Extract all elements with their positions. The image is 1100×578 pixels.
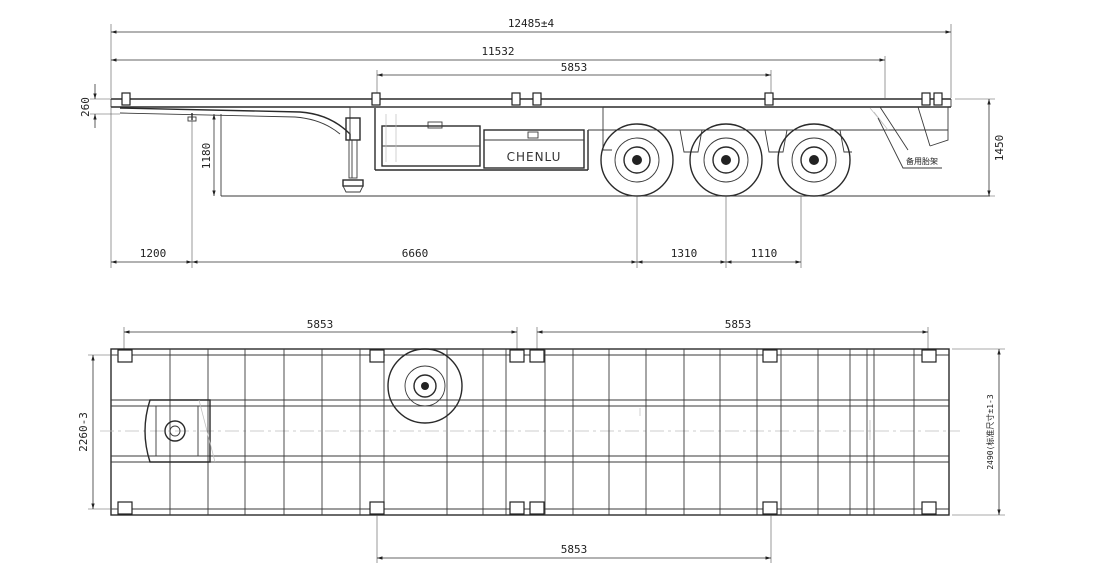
dim-axle-spacing-1-label: 1310 <box>671 247 698 260</box>
twist-lock-icon <box>509 349 525 363</box>
brand-box: CHENLU <box>483 129 585 169</box>
twist-lock-icon <box>764 92 774 106</box>
dim-lock-spacing-top: 5853 <box>376 61 772 98</box>
plan-view: 5853 5853 <box>77 318 1005 563</box>
callout-label: 备用胎架 <box>906 156 938 166</box>
twist-lock-icon <box>921 501 937 515</box>
dim-kingpin-width-label: 2260-3 <box>77 412 90 452</box>
dim-overall-length-label: 12485±4 <box>508 17 555 30</box>
twist-lock-icon <box>369 349 385 363</box>
dim-lock-spacing-bottom-label: 5853 <box>561 543 588 556</box>
main-frame <box>110 98 952 171</box>
side-view: 12485±4 11532 5853 260 <box>79 17 1006 268</box>
dim-frame-height: 260 <box>79 84 120 128</box>
dim-overall-height: 1450 <box>950 98 1006 197</box>
twist-lock-icon <box>511 92 521 106</box>
twist-lock-icon <box>121 92 131 106</box>
twist-lock-icon <box>117 349 133 363</box>
twist-lock-icon <box>369 501 385 515</box>
wheel <box>689 123 763 197</box>
dim-lock-spacing-front: 5853 <box>123 318 518 350</box>
dim-kingpin-height-label: 1180 <box>200 143 213 170</box>
landing-gear <box>342 117 364 193</box>
brand-label: CHENLU <box>507 150 562 164</box>
top-locks <box>121 92 943 106</box>
dim-chain-bottom: 1200 6660 1310 1110 <box>110 107 802 268</box>
dim-overall-height-label: 1450 <box>993 135 1006 162</box>
dim-axle-spacing-2-label: 1110 <box>751 247 778 260</box>
twist-lock-icon <box>371 92 381 106</box>
dim-overall-length: 12485±4 <box>110 17 952 98</box>
dim-kingpin-width: 2260-3 <box>77 354 118 510</box>
dim-length-2: 11532 <box>111 45 886 98</box>
wheel <box>600 123 674 197</box>
dim-overall-width-label: 2490(标准尺寸±1-3 <box>985 394 995 470</box>
twist-lock-icon <box>529 349 545 363</box>
dim-lock-spacing-rear-label: 5853 <box>725 318 752 331</box>
dim-lock-spacing-bottom: 5853 <box>376 515 772 563</box>
twist-lock-icon <box>921 92 931 106</box>
dim-length-2-label: 11532 <box>481 45 514 58</box>
twist-lock-icon <box>921 349 937 363</box>
twist-lock-icon <box>762 349 778 363</box>
wheel <box>777 123 851 197</box>
spare-tire-callout: 备用胎架 <box>869 107 942 169</box>
twist-lock-icon <box>529 501 545 515</box>
twist-lock-icon <box>762 501 778 515</box>
kingpin: 1180 <box>187 113 222 196</box>
dim-offset-front-label: 1200 <box>140 247 167 260</box>
dim-kingpin-to-axle-label: 6660 <box>402 247 429 260</box>
cross-members <box>169 349 915 515</box>
tool-box <box>381 114 481 167</box>
dim-lock-spacing-top-label: 5853 <box>561 61 588 74</box>
dim-overall-width: 2490(标准尺寸±1-3 <box>952 348 1005 516</box>
suspension <box>602 129 852 153</box>
dim-frame-height-label: 260 <box>79 97 92 117</box>
dim-lock-spacing-front-label: 5853 <box>307 318 334 331</box>
kingpin-plate <box>144 399 216 463</box>
dim-lock-spacing-rear: 5853 <box>536 318 929 350</box>
twist-lock-icon <box>117 501 133 515</box>
spare-tire-icon <box>387 348 463 424</box>
twist-lock-icon <box>933 92 943 106</box>
twist-lock-icon <box>532 92 542 106</box>
twist-lock-icon <box>509 501 525 515</box>
plan-locks <box>117 349 937 515</box>
